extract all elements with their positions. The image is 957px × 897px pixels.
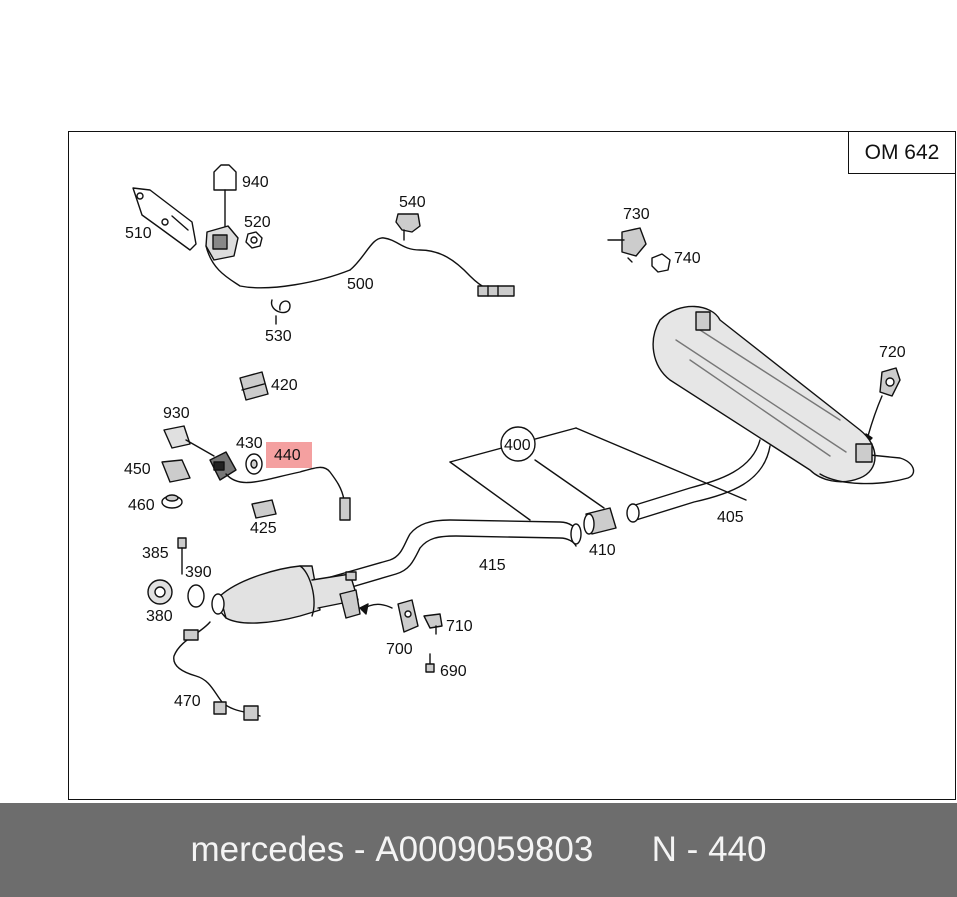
ring-390-shape (187, 584, 205, 608)
label-530: 530 (265, 328, 292, 345)
label-540: 540 (399, 194, 426, 211)
bracket-700-shape (339, 589, 419, 633)
sensor-440-shape (209, 451, 351, 521)
label-520: 520 (244, 214, 271, 231)
set-400-marker (500, 426, 536, 462)
label-405: 405 (717, 509, 744, 526)
set-400-lines (449, 427, 747, 521)
cover-930-shape (163, 425, 215, 457)
label-700: 700 (386, 641, 413, 658)
particulate-filter-shape (211, 565, 359, 624)
label-415: 415 (479, 557, 506, 574)
front-pipe-415-shape (319, 519, 582, 595)
nut-460-shape (161, 494, 183, 509)
gasket-380-shape (147, 579, 173, 605)
label-400: 400 (504, 437, 531, 454)
label-410: 410 (589, 542, 616, 559)
label-450: 450 (124, 461, 151, 478)
footer-item-prefix: N (651, 830, 677, 869)
footer-gap (593, 830, 651, 870)
label-940: 940 (242, 174, 269, 191)
label-385: 385 (142, 545, 169, 562)
sensor-cable-500-shape (349, 237, 515, 297)
footer-part-number: A0009059803 (375, 830, 594, 869)
bolt-385-shape (177, 537, 187, 575)
label-430: 430 (236, 435, 263, 452)
clamp-410-shape (583, 507, 617, 535)
engine-code-box: OM 642 (848, 132, 955, 174)
holder-540-shape (395, 213, 421, 241)
hanger-720-shape (865, 367, 901, 445)
label-440: 440 (274, 447, 301, 464)
rear-muffler-405-shape (626, 305, 915, 523)
clip-710-shape (423, 613, 443, 635)
clamp-420-shape (239, 371, 269, 401)
label-420: 420 (271, 377, 298, 394)
label-500: 500 (347, 276, 374, 293)
footer-item-number: 440 (708, 830, 767, 869)
label-390: 390 (185, 564, 212, 581)
bracket-450-shape (161, 459, 191, 483)
holder-425-shape (251, 499, 277, 519)
footer-bar: mercedes - A0009059803 N - 440 (0, 803, 957, 897)
label-470: 470 (174, 693, 201, 710)
label-425: 425 (250, 520, 277, 537)
label-730: 730 (623, 206, 650, 223)
label-930: 930 (163, 405, 190, 422)
connector-730-shape (607, 227, 647, 263)
exhaust-system-diagram: 940 520 510 540 500 530 730 740 720 420 … (124, 164, 915, 721)
label-740: 740 (674, 250, 701, 267)
footer-separator-2: - (676, 830, 709, 869)
label-460: 460 (128, 497, 155, 514)
footer-separator-1: - (344, 830, 376, 869)
bolt-690-shape (425, 653, 435, 673)
sensor-940-shape (205, 164, 351, 289)
label-720: 720 (879, 344, 906, 361)
sensor-cable-470-shape (173, 621, 261, 721)
washer-430-shape (245, 453, 263, 475)
label-710: 710 (446, 618, 473, 635)
nut-740-shape (651, 253, 671, 273)
nut-520-shape (245, 231, 263, 249)
bracket-510-shape (132, 187, 197, 251)
clip-530-shape (270, 299, 291, 325)
highlight-440 (266, 442, 312, 468)
label-380: 380 (146, 608, 173, 625)
label-690: 690 (440, 663, 467, 680)
footer-brand: mercedes (190, 830, 345, 869)
label-510: 510 (125, 225, 152, 242)
